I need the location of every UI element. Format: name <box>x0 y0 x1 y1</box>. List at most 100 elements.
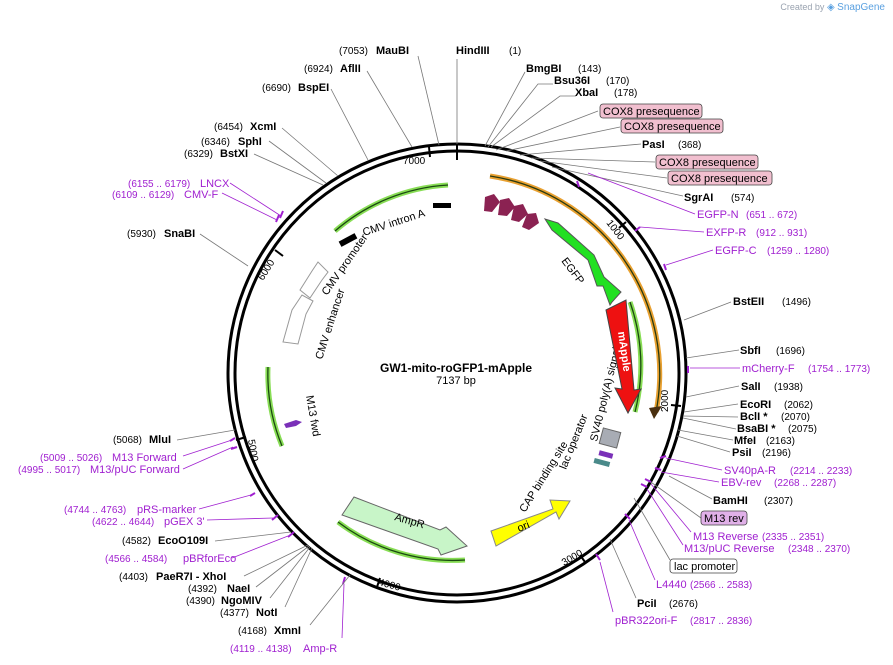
primer-l4440[interactable]: L4440 (2566 .. 2583) <box>624 513 752 591</box>
ori-arrow <box>490 499 571 547</box>
site-ecoo109i[interactable]: (4582) EcoO109I <box>122 531 292 547</box>
site-psii[interactable]: PsiI (2196) <box>676 435 791 459</box>
plasmid-size: 7137 bp <box>436 375 476 387</box>
primer-egfp-c[interactable]: EGFP-C (1259 .. 1280) <box>663 245 829 271</box>
orf-arc-green-intron-core <box>334 184 449 232</box>
feature-label-cmv-enhancer: CMV enhancer <box>313 287 347 361</box>
site-hindiii[interactable]: HindIII (1) <box>456 45 521 144</box>
box-m13-rev[interactable]: M13 rev <box>647 479 748 526</box>
cap-binding-block <box>593 457 611 467</box>
primer-egfp-n[interactable]: EGFP-N (651 .. 672) <box>576 172 797 221</box>
plasmid-title: GW1-mito-roGFP1-mApple <box>380 361 532 375</box>
label-name: CMV-F <box>184 189 219 201</box>
cox8-box-1[interactable]: COX8 presequence <box>495 103 703 151</box>
cox8-box-4[interactable]: COX8 presequence <box>539 160 773 186</box>
credit-brand: SnapGene <box>837 2 885 13</box>
site-bamhi[interactable]: BamHI (2307) <box>668 475 793 507</box>
label-name: SgrAI <box>684 192 713 204</box>
label-name: M13/pUC Forward <box>90 464 180 476</box>
label-value: (4744 .. 4763) <box>64 505 126 516</box>
label-name: BamHI <box>713 495 748 507</box>
primer-prs-marker[interactable]: (4744 .. 4763) pRS-marker <box>64 492 256 516</box>
label-name: M13 Forward <box>112 452 177 464</box>
label-value: (2163) <box>766 436 795 447</box>
label-name: SV40pA-R <box>724 465 776 477</box>
label-value: (2307) <box>764 496 793 507</box>
site-mfei[interactable]: MfeI (2163) <box>677 429 795 447</box>
cox8-arrow-2 <box>498 198 515 216</box>
primer-exfp-r[interactable]: EXFP-R (912 .. 931) <box>634 226 807 239</box>
site-snabi[interactable]: (5930) SnaBI <box>127 228 249 267</box>
site-naei[interactable]: (4392) NaeI <box>188 545 310 595</box>
label-value: (2070) <box>781 412 810 423</box>
orf-arc-orange-core <box>489 175 661 413</box>
primer-pgex-3[interactable]: (4622 .. 4644) pGEX 3' <box>92 514 279 528</box>
label-name: pRS-marker <box>137 504 197 516</box>
label-name: EcoO109I <box>158 535 208 547</box>
tick-7000: 7000 <box>403 146 431 167</box>
primer-sv40pa-r[interactable]: SV40pA-R (2214 .. 2233) <box>659 455 852 477</box>
site-sgrai[interactable]: SgrAI (574) <box>551 166 754 204</box>
primer-pbr322ori-f[interactable]: pBR322ori-F (2817 .. 2836) <box>595 553 752 627</box>
site-xmni[interactable]: (4168) XmnI <box>238 574 351 637</box>
primer-ebv-rev[interactable]: EBV-rev (2268 .. 2287) <box>654 467 836 489</box>
site-bsabi[interactable]: BsaBI * (2075) <box>682 417 817 435</box>
label-name: COX8 presequence <box>603 106 700 118</box>
primer-cmv-f[interactable]: (6109 .. 6129) CMV-F <box>112 189 280 223</box>
tick-2000: 2000 <box>660 389 682 412</box>
primer-m13-puc-forward[interactable]: (4995 .. 5017) M13/pUC Forward <box>18 446 238 476</box>
cox8-box-2[interactable]: COX8 presequence <box>505 118 724 152</box>
primer-amp-r[interactable]: (4119 .. 4138) Amp-R <box>230 576 346 655</box>
primer-pbrforeco[interactable]: (4566 .. 4584) pBRforEco <box>105 531 295 565</box>
site-ecori[interactable]: EcoRI (2062) <box>683 399 813 413</box>
site-bsu36i[interactable]: Bsu36I (170) <box>487 75 629 148</box>
primer-m13-puc-reverse[interactable]: M13/pUC Reverse (2348 .. 2370) <box>640 483 850 555</box>
site-sali[interactable]: SalI (1938) <box>685 381 803 398</box>
label-value: (7053) <box>339 46 368 57</box>
cox8-box-3[interactable]: COX8 presequence <box>530 154 759 170</box>
site-xbai[interactable]: XbaI (178) <box>490 87 637 148</box>
site-bstxi[interactable]: (6329) BstXI <box>184 148 324 186</box>
site-paer7i-xhoi[interactable]: (4403) PaeR7I - XhoI <box>119 544 309 583</box>
feature-label-m13-fwd: M13 fwd <box>303 394 322 437</box>
site-sbfi[interactable]: SbfI (1696) <box>685 345 805 359</box>
label-name: XmnI <box>274 625 301 637</box>
site-maubi[interactable]: (7053) MauBI <box>339 45 440 146</box>
site-pasi[interactable]: PasI (368) <box>519 139 701 156</box>
label-name: MfeI <box>734 435 756 447</box>
snapgene-credit: Created by ◈ SnapGene <box>780 2 885 13</box>
label-value: (143) <box>578 64 601 75</box>
site-xcmi[interactable]: (6454) XcmI <box>214 121 339 177</box>
site-bmgbi[interactable]: BmgBI (143) <box>484 63 601 147</box>
site-aflii[interactable]: (6924) AflII <box>304 63 413 148</box>
site-mlui[interactable]: (5068) MluI <box>113 429 236 446</box>
site-sphi[interactable]: (6346) SphI <box>201 136 327 184</box>
label-name: SalI <box>741 381 761 393</box>
site-ngomiv[interactable]: (4390) NgoMIV <box>186 546 311 607</box>
label-value: (574) <box>731 193 754 204</box>
primer-mcherry-f[interactable]: mCherry-F (1754 .. 1773) <box>687 363 870 375</box>
label-name: BclI * <box>740 411 768 423</box>
primer-m13-reverse[interactable]: M13 Reverse (2335 .. 2351) <box>644 478 824 543</box>
label-value: (1496) <box>782 297 811 308</box>
site-bspei[interactable]: (6690) BspEI <box>262 82 369 161</box>
site-noti[interactable]: (4377) NotI <box>220 547 313 619</box>
label-name: COX8 presequence <box>659 157 756 169</box>
label-value: (2348 .. 2370) <box>788 544 850 555</box>
site-bsteii[interactable]: BstEII (1496) <box>683 296 811 321</box>
label-value: (2075) <box>788 424 817 435</box>
label-value: (4566 .. 4584) <box>105 554 167 565</box>
label-name: EXFP-R <box>706 227 746 239</box>
tick-label-5000: 5000 <box>245 439 260 463</box>
label-value: (4582) <box>122 536 151 547</box>
label-name: M13 rev <box>704 513 744 525</box>
site-bcli[interactable]: BclI * (2070) <box>682 411 810 423</box>
primer-lncx[interactable]: (6155 .. 6179) LNCX <box>128 178 284 219</box>
label-value: (4119 .. 4138) <box>230 644 292 655</box>
label-name: L4440 <box>656 579 687 591</box>
box-lac-promoter[interactable]: lac promoter <box>633 497 738 574</box>
label-value: (6155 .. 6179) <box>128 179 190 190</box>
site-pcii[interactable]: PciI (2676) <box>609 538 698 610</box>
primer-m13-forward[interactable]: (5009 .. 5026) M13 Forward <box>40 437 236 464</box>
